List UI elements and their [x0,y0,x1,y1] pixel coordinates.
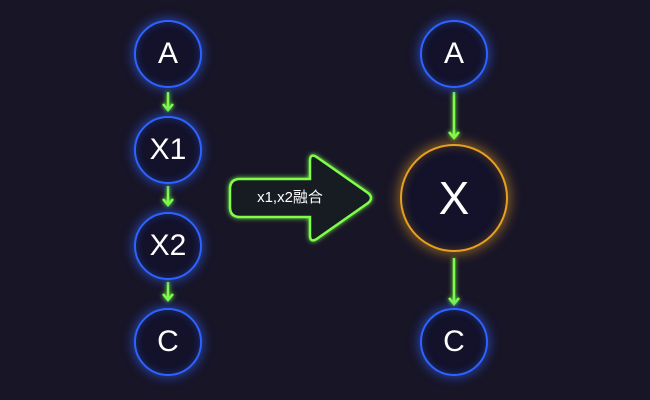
left-node-x2: X2 [134,212,202,280]
transform-arrow-shape [228,154,373,242]
left-node-a: A [134,20,202,88]
right-edge-x-c [448,258,460,306]
left-edge-x1-x2 [162,186,174,207]
left-edge-x2-c [162,282,174,302]
left-node-c: C [134,308,202,376]
right-node-x-merged: X [400,144,508,252]
left-edge-a-x1 [162,92,174,112]
transform-arrow-label: x1,x2融合 [257,189,323,206]
right-node-c: C [420,308,488,376]
left-node-x1: X1 [134,116,202,184]
right-node-a: A [420,20,488,88]
right-edge-a-x [448,92,460,140]
